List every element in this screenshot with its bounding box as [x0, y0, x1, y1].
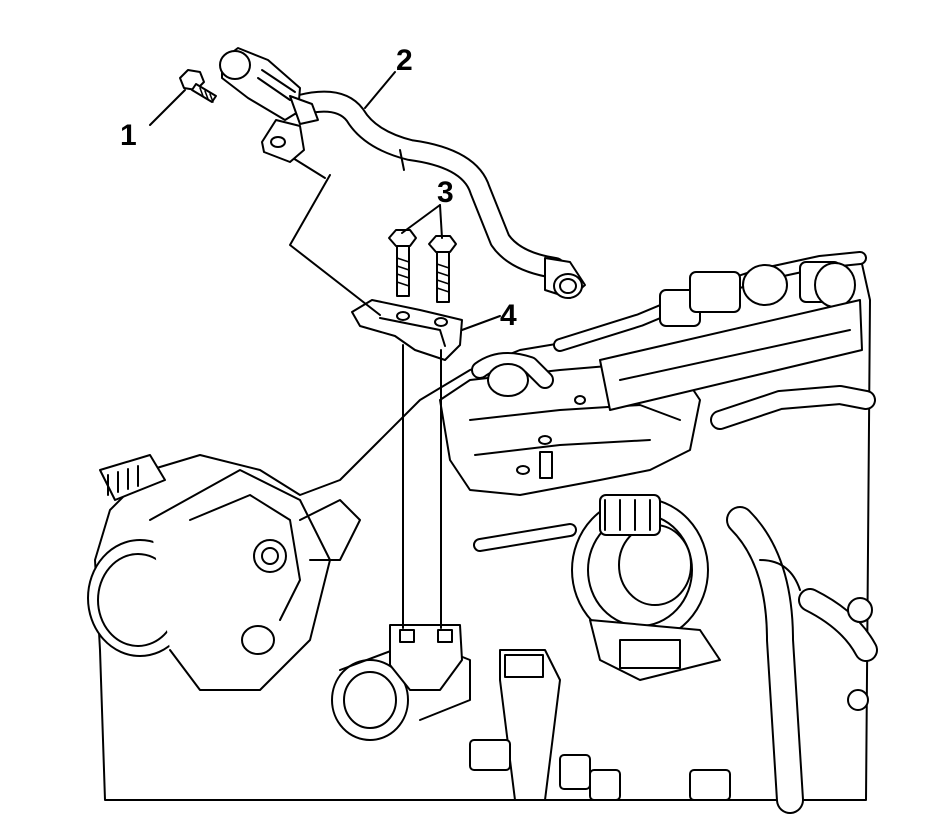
- callout-2: 2: [396, 44, 413, 77]
- bolt-1: [179, 69, 217, 103]
- callout-4: 4: [500, 299, 517, 332]
- callout-leaders: [149, 71, 501, 331]
- bolt-right: [428, 235, 457, 303]
- callout-1: 1: [120, 119, 137, 152]
- bolt-left: [388, 229, 417, 297]
- bracket: [351, 299, 463, 361]
- engine-assembly: [87, 251, 878, 814]
- callout-3: 3: [437, 176, 454, 209]
- hose-assembly: [219, 47, 586, 299]
